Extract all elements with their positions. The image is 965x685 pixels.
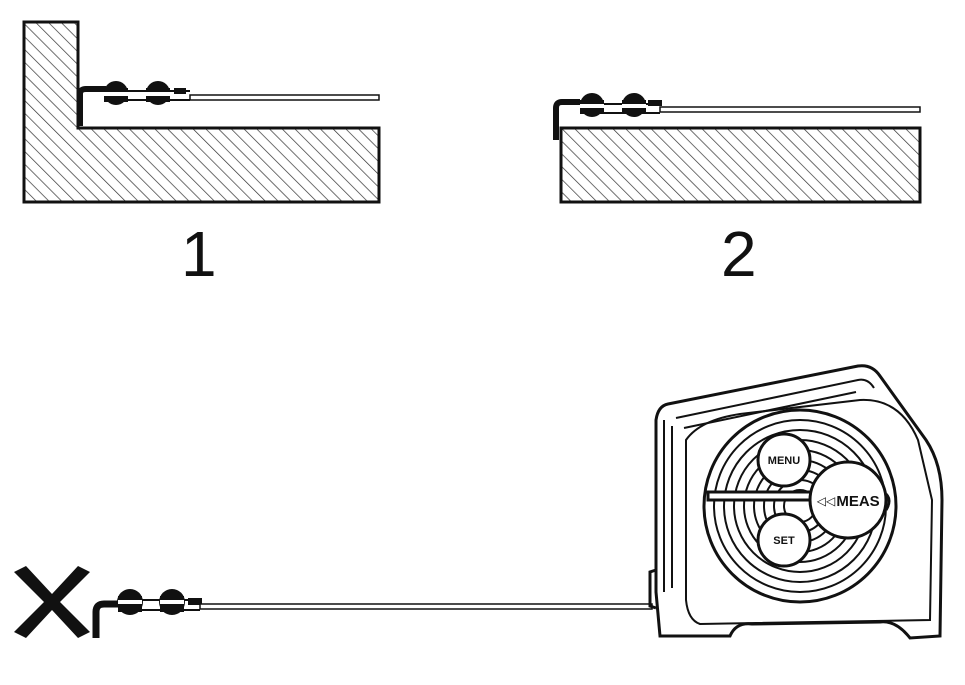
tape-hook	[77, 86, 106, 126]
panel-2-number: 2	[721, 218, 757, 290]
meas-arrows-icon: ◁◁	[816, 494, 835, 508]
rivet	[159, 589, 185, 615]
rivet	[104, 81, 128, 105]
panel-1-inside-corner	[22, 20, 381, 204]
device-body	[654, 364, 944, 640]
tape-hook	[92, 600, 120, 638]
set-button[interactable]: SET	[756, 512, 812, 568]
rivet	[117, 589, 143, 615]
rivet	[622, 93, 646, 117]
tape-blade	[199, 603, 653, 610]
tape-blade	[189, 94, 380, 101]
panel-1-number: 1	[181, 218, 217, 290]
flat-surface-block	[559, 126, 922, 204]
tape-blade	[659, 106, 921, 113]
cross-mark-icon	[14, 566, 90, 638]
meas-button[interactable]: ◁◁ MEAS	[808, 460, 888, 540]
meas-button-label: MEAS	[836, 493, 879, 510]
l-shaped-wall	[22, 20, 381, 204]
menu-button[interactable]: MENU	[756, 432, 812, 488]
rivet	[580, 93, 604, 117]
panel-2-outside-edge	[553, 93, 922, 204]
bottom-tape-assembly	[14, 566, 653, 638]
rivet	[146, 81, 170, 105]
tape-hook	[553, 99, 580, 140]
set-button-label: SET	[773, 535, 795, 547]
menu-button-label: MENU	[768, 455, 800, 467]
tape-measure-device	[648, 364, 944, 640]
